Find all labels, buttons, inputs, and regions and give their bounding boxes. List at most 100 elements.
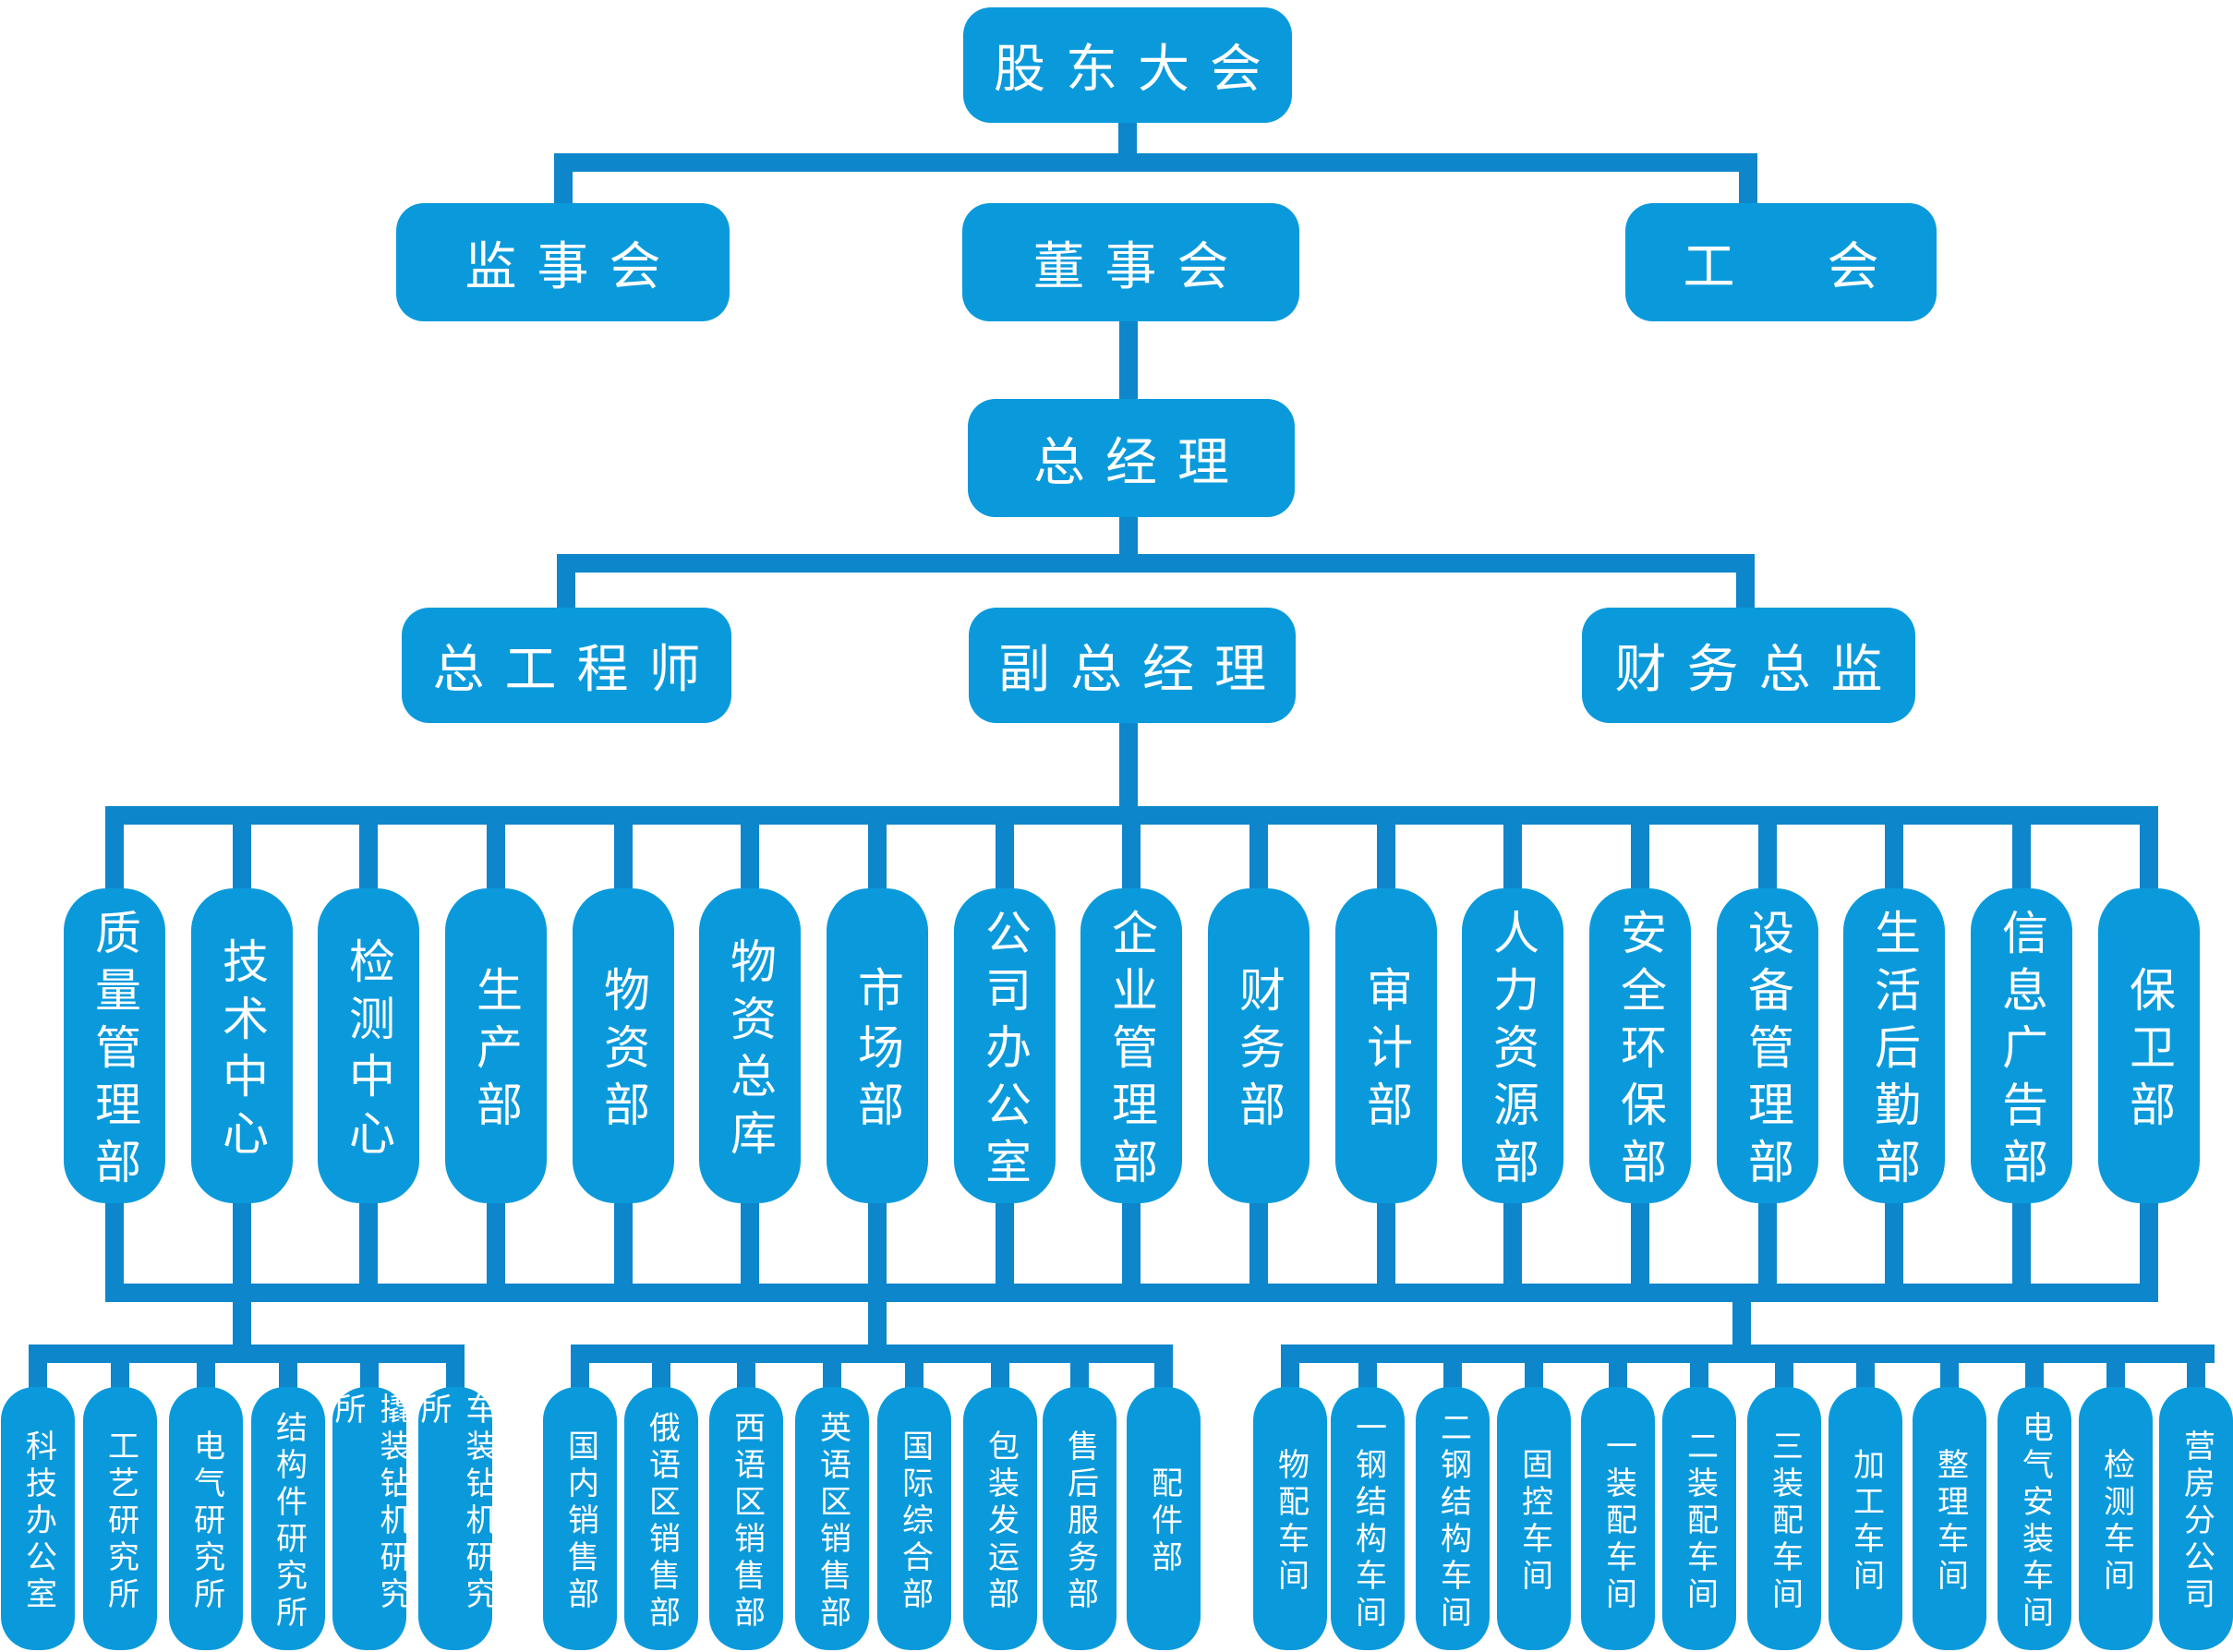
connector-line xyxy=(652,1354,670,1391)
connector-line xyxy=(1281,1345,2215,1363)
node-sub-2-4: 英语区销售部 xyxy=(795,1387,869,1650)
connector-line xyxy=(2187,1354,2205,1391)
node-dept-4: 生产部 xyxy=(445,888,547,1203)
connector-line xyxy=(868,1293,887,1354)
connector-line xyxy=(105,1284,2158,1302)
node-sub-3-5: 一装配车间 xyxy=(1581,1387,1655,1650)
connector-line xyxy=(2140,1203,2158,1302)
connector-line xyxy=(2012,1203,2031,1302)
node-general-manager: 总经理 xyxy=(968,399,1295,517)
connector-line xyxy=(1249,825,1268,888)
node-sub-3-10: 电气安装车间 xyxy=(1998,1387,2071,1650)
connector-line xyxy=(1732,1293,1751,1354)
node-sub-2-8: 配件部 xyxy=(1127,1387,1201,1650)
connector-line xyxy=(571,1345,1173,1363)
node-dept-11: 审计部 xyxy=(1335,888,1437,1203)
connector-line xyxy=(279,1354,297,1391)
node-sub-1-3: 电气研究所 xyxy=(169,1387,243,1650)
node-sub-1-1: 科技办公室 xyxy=(1,1387,75,1650)
node-sub-3-11: 检测车间 xyxy=(2079,1387,2153,1650)
connector-line xyxy=(1856,1354,1875,1391)
connector-line xyxy=(197,1354,215,1391)
connector-line xyxy=(1070,1354,1089,1391)
connector-line xyxy=(1631,825,1649,888)
connector-line xyxy=(868,825,887,888)
node-sub-2-5: 国际综合部 xyxy=(877,1387,951,1650)
connector-line xyxy=(359,825,378,888)
connector-line xyxy=(2140,825,2158,888)
node-dept-3: 检测中心 xyxy=(318,888,419,1203)
node-sub-1-6: 车装钻机研究所 xyxy=(416,1387,495,1650)
connector-line xyxy=(1736,554,1755,608)
node-labor-union: 工 会 xyxy=(1625,203,1937,321)
node-sub-3-2: 一钢结构车间 xyxy=(1331,1387,1405,1650)
connector-line xyxy=(1885,1203,1903,1302)
node-sub-2-1: 国内销售部 xyxy=(543,1387,617,1650)
node-dept-17: 保卫部 xyxy=(2098,888,2200,1203)
connector-line xyxy=(868,1203,887,1302)
node-sub-1-5: 撬装钻机研究所 xyxy=(330,1387,409,1650)
connector-line xyxy=(557,554,575,608)
node-dept-2: 技术中心 xyxy=(191,888,293,1203)
node-chief-engineer: 总工程师 xyxy=(402,608,731,723)
connector-line xyxy=(1358,1354,1377,1391)
node-dept-15: 生活后勤部 xyxy=(1843,888,1945,1203)
node-dept-13: 安全环保部 xyxy=(1589,888,1691,1203)
node-supervisory-board: 监事会 xyxy=(396,203,730,321)
connector-line xyxy=(1503,1203,1522,1302)
node-sub-1-2: 工艺研究所 xyxy=(83,1387,157,1650)
connector-line xyxy=(233,1293,251,1354)
node-sub-3-3: 二钢结构车间 xyxy=(1416,1387,1490,1650)
connector-line xyxy=(1443,1354,1462,1391)
connector-line xyxy=(1940,1354,1959,1391)
connector-line xyxy=(111,1354,129,1391)
connector-line xyxy=(1739,153,1757,203)
connector-line xyxy=(614,825,633,888)
node-dept-1: 质量管理部 xyxy=(64,888,165,1203)
node-sub-3-1: 物配车间 xyxy=(1253,1387,1327,1650)
connector-line xyxy=(2012,825,2031,888)
node-finance-director: 财务总监 xyxy=(1582,608,1915,723)
connector-line xyxy=(996,1203,1014,1302)
connector-line xyxy=(1525,1354,1543,1391)
connector-line xyxy=(557,554,1755,573)
node-sub-2-2: 俄语区销售部 xyxy=(624,1387,698,1650)
connector-line xyxy=(1609,1354,1627,1391)
connector-line xyxy=(991,1354,1009,1391)
connector-line xyxy=(233,825,251,888)
connector-line xyxy=(1885,825,1903,888)
node-shareholders-meeting: 股东大会 xyxy=(963,7,1292,123)
connector-line xyxy=(1758,825,1777,888)
connector-line xyxy=(359,1203,378,1302)
connector-line xyxy=(487,1203,505,1302)
connector-line xyxy=(554,153,1757,172)
node-sub-3-4: 固控车间 xyxy=(1497,1387,1571,1650)
connector-line xyxy=(487,825,505,888)
connector-line xyxy=(1249,1203,1268,1302)
node-dept-5: 物资部 xyxy=(573,888,674,1203)
connector-line xyxy=(105,806,2158,825)
connector-line xyxy=(1758,1203,1777,1302)
node-board-of-directors: 董事会 xyxy=(962,203,1299,321)
connector-line xyxy=(29,1345,465,1363)
node-sub-3-7: 三装配车间 xyxy=(1747,1387,1821,1650)
connector-line xyxy=(737,1354,755,1391)
node-sub-1-4: 结构件研究所 xyxy=(251,1387,325,1650)
connector-line xyxy=(554,153,573,203)
connector-line xyxy=(571,1354,589,1391)
connector-line xyxy=(1377,1203,1395,1302)
connector-line xyxy=(996,825,1014,888)
connector-line xyxy=(1503,825,1522,888)
connector-line xyxy=(1122,825,1141,888)
node-dept-7: 市场部 xyxy=(827,888,928,1203)
node-dept-8: 公司办公室 xyxy=(954,888,1056,1203)
connector-line xyxy=(360,1354,379,1391)
node-sub-3-8: 加工车间 xyxy=(1829,1387,1902,1650)
node-dept-6: 物资总库 xyxy=(699,888,801,1203)
node-sub-3-12: 营房分公司 xyxy=(2159,1387,2233,1650)
connector-line xyxy=(1281,1354,1299,1391)
connector-line xyxy=(741,1203,759,1302)
connector-line xyxy=(1119,321,1138,399)
node-deputy-general-manager: 副总经理 xyxy=(969,608,1296,723)
